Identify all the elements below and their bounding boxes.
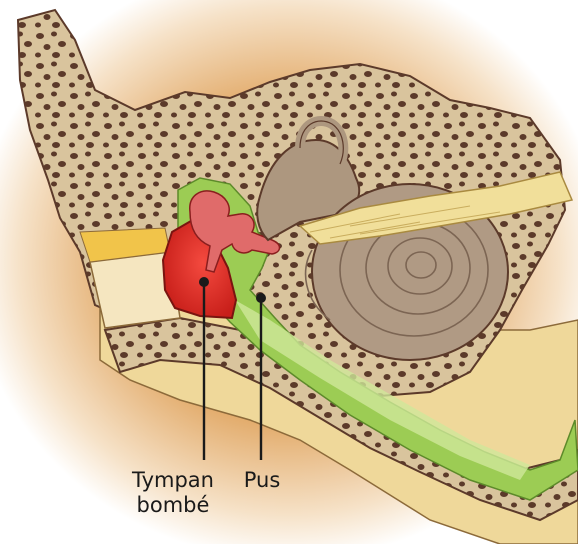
tympan-label-line1: Tympan <box>118 468 228 493</box>
pus-pointer-dot <box>256 293 266 303</box>
pus-label: Pus <box>232 468 292 493</box>
tympan-bombe-label: Tympan bombé <box>118 468 228 518</box>
tympan-label-line2: bombé <box>118 493 228 518</box>
tympan-pointer-dot <box>199 277 209 287</box>
